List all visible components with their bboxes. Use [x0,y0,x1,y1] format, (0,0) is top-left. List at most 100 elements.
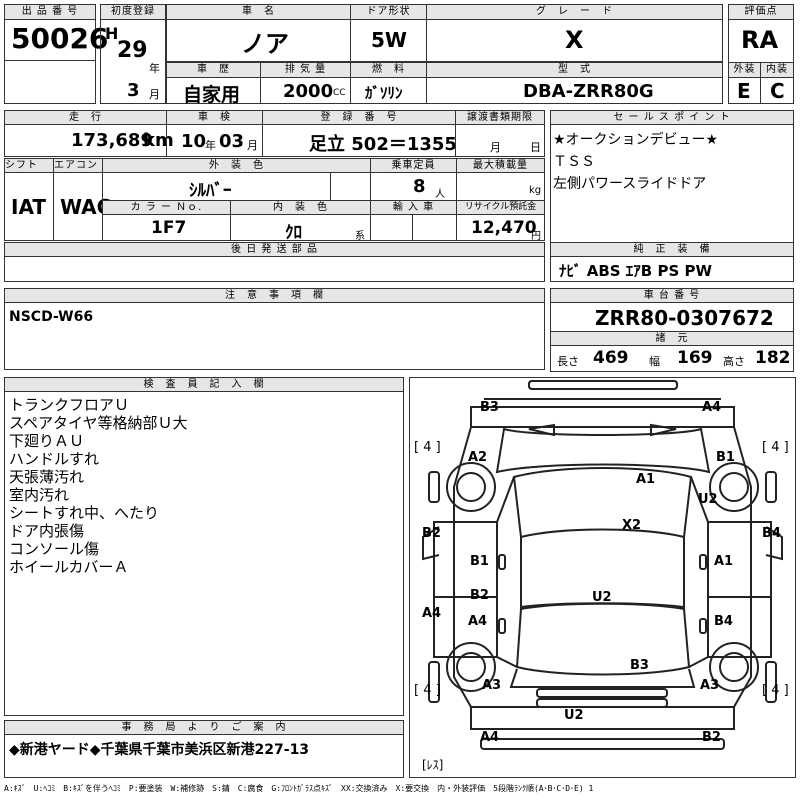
shift-header: シフト [4,158,54,173]
damage-mark: U2 [564,708,584,723]
door-cell: 5W [350,19,427,62]
tire-tread-rr: [ 4 ] [762,683,789,698]
chassis-header: 車 台 番 号 [550,288,794,303]
grade: X [565,26,584,54]
lot-no-header: 出 品 番 号 [4,4,96,20]
score: RA [741,26,779,54]
sales-point-header: セ ー ル ス ポ イ ン ト [550,110,794,125]
specs-cell: 長さ 469 幅 169 高さ 182 [550,345,794,372]
car-name-header: 車 名 [166,4,351,20]
history-header: 車 歴 [166,62,261,78]
ext-color-header: 外 装 色 [102,158,371,173]
sales-point-3: 左側パワースライドドア [553,176,707,192]
ext-score: E [737,79,751,103]
insp-year-unit: 年 [205,139,216,152]
displacement-header: 排 気 量 [260,62,351,78]
transfer-cell: 月 日 [455,124,545,157]
damage-mark: A4 [480,730,500,745]
color-no: 1F7 [151,218,187,238]
era: H [105,24,119,43]
int-color: ｸﾛ [285,223,302,243]
car-outline [422,380,783,750]
ext-color-blank [330,172,371,201]
lot-no-blank [4,60,96,104]
recycle-header: リサイクル預託金 [456,200,545,215]
damage-mark: U2 [698,492,718,507]
history: 自家用 [183,84,241,106]
damage-mark: B3 [480,400,499,415]
office-header: 事 務 局 よ り ご 案 内 [4,720,404,735]
inspector-note: シートすれ中、へたり [9,504,160,522]
spare-tire: [ﾚｽ] [422,758,444,772]
office-cell: ◆新港ヤード◆千葉県千葉市美浜区新港227-13 [4,734,404,778]
capacity-header: 乗車定員 [370,158,457,173]
capacity-cell: 8 人 [370,172,457,201]
inspector-note: 下廻りＡＵ [9,432,85,450]
sales-point-1: ★オークションデビュー★ [553,132,719,148]
fuel-header: 燃 料 [350,62,427,78]
lot-no: 50026 [11,22,109,55]
damage-mark: A4 [422,606,442,621]
lot-no-cell: 50026 [4,19,108,61]
damage-mark: B2 [702,730,721,745]
damage-mark: A4 [702,400,722,415]
score-header: 評価点 [728,4,794,20]
capacity: 8 [413,176,426,197]
int-color-cell: ｸﾛ 系 [230,214,371,243]
damage-mark: B2 [422,526,441,541]
damage-mark: B1 [716,450,735,465]
fuel-cell: ｶﾞｿﾘﾝ [350,77,427,104]
genuine-header: 純 正 装 備 [550,242,794,257]
import-header: 輸 入 車 [370,200,457,215]
month-unit: 月 [149,88,160,101]
first-reg-cell: H 29 年 3 月 [100,19,166,104]
later-parts-cell [4,256,545,282]
inspector-note: スペアタイヤ等格納部Ｕ大 [9,414,188,432]
door-type: 5W [371,28,407,52]
damage-mark: B2 [470,588,489,603]
cc-unit: CC [333,88,346,98]
color-no-header: カ ラ ー Ｎｏ. [102,200,231,215]
length-label: 長さ [557,355,579,368]
history-cell: 自家用 [166,77,261,106]
transfer-day: 日 [530,141,541,154]
damage-mark: A1 [714,554,734,569]
recycle: 12,470 [471,218,537,238]
reg-no-header: 登 録 番 号 [262,110,456,125]
ac-header: エアコン [53,158,103,173]
inspector-note: コンソール傷 [9,540,100,558]
transfer-header: 譲渡書類期限 [455,110,545,125]
width-label: 幅 [649,355,660,368]
damage-mark: X2 [622,518,642,533]
tire-tread-rl: [ 4 ] [414,683,441,698]
fuel: ｶﾞｿﾘﾝ [365,84,403,102]
inspector-cell: トランクフロアＵ スペアタイヤ等格納部Ｕ大 下廻りＡＵ ハンドルすれ 天張薄汚れ… [4,391,404,716]
car-name-cell: ノア [166,19,351,62]
recycle-unit: 円 [531,231,541,242]
int-color-unit: 系 [355,231,365,242]
damage-mark: B4 [714,614,733,629]
genuine-equipment: ﾅﾋﾞ ABS ｴｱB PS PW [559,262,713,280]
reg-no: 足立 502＝1355 [309,134,457,155]
year-unit: 年 [149,62,160,75]
door-header: ドア形状 [350,4,427,20]
int-header: 内装 [760,62,794,78]
insp-year: 10 [181,131,207,152]
model: DBA-ZRR80G [523,81,654,102]
int-score: C [770,79,785,103]
genuine-cell: ﾅﾋﾞ ABS ｴｱB PS PW [550,256,794,282]
ac-cell: WAC [53,172,111,241]
insp-month: 03 [219,131,245,152]
ext-color-cell: ｼﾙﾊﾞｰ [102,172,331,201]
transfer-month: 月 [490,141,501,154]
first-reg-header: 初度登録 [100,4,166,20]
width: 169 [677,348,713,368]
damage-mark: A3 [700,678,720,693]
legend: A:ｷｽﾞ U:ﾍｺﾐ B:ｷｽﾞを伴うﾍｺﾐ P:要塗装 W:補修跡 S:錆 … [4,784,594,793]
grade-header: グ レ ー ド [426,4,723,20]
inspector-note: ドア内張傷 [9,522,85,540]
inspection-cell: 10 年 03 月 [166,124,263,157]
capacity-unit: 人 [435,189,445,200]
max-load-cell: kg [456,172,545,201]
insp-month-unit: 月 [247,139,258,152]
